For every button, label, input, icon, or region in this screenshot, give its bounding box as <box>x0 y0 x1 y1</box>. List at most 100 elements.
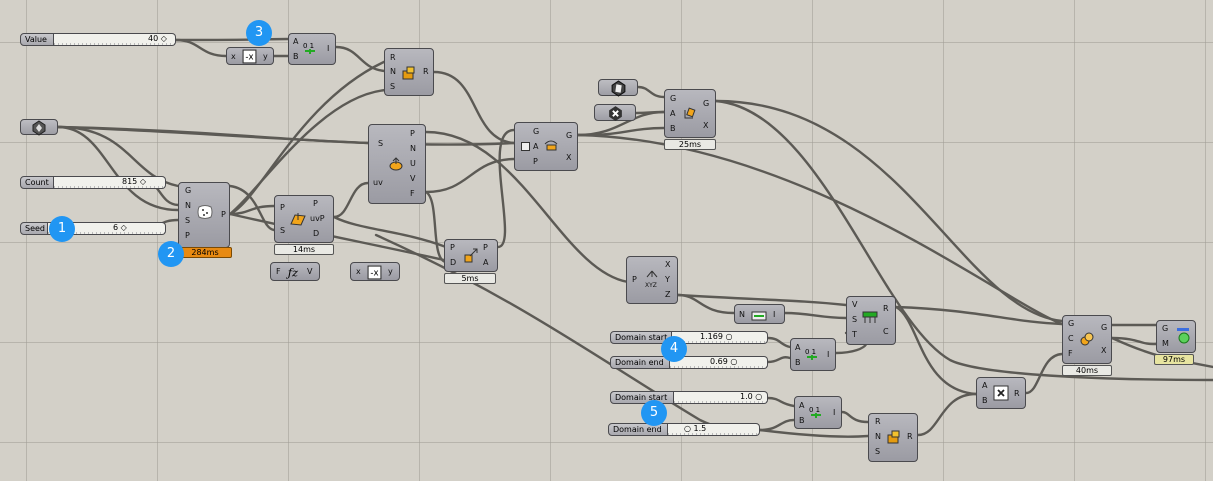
move-node[interactable]: P D P A <box>444 239 498 272</box>
wire <box>424 157 516 194</box>
wire <box>228 212 446 262</box>
wire <box>758 418 796 432</box>
larger-than-node-top[interactable]: A B 0 1 I <box>288 33 336 65</box>
wire <box>766 356 792 364</box>
input-n-label: N <box>390 67 396 76</box>
surface-closest-point-node[interactable]: P S P uvP D <box>274 195 334 243</box>
timer-badge: 97ms <box>1154 354 1194 365</box>
slider-track[interactable] <box>54 176 166 189</box>
input-p-label: P <box>533 157 538 166</box>
domain-start-slider-a[interactable]: Domain start 1.169 ○ <box>610 331 768 344</box>
evaluate-surface-node[interactable]: S uv P N U V F <box>368 124 426 204</box>
input-b-label: B <box>982 396 988 405</box>
populate-geometry-node[interactable]: G N S P P <box>178 182 230 248</box>
seed-slider[interactable]: Seed 6 ◇ <box>20 222 166 235</box>
slider-track[interactable] <box>670 356 768 369</box>
slider-track[interactable] <box>672 331 768 344</box>
larger-than-node-mid[interactable]: A B 0 1 I <box>790 338 836 371</box>
custom-preview-node[interactable]: G M <box>1156 320 1196 353</box>
wire <box>894 305 1064 326</box>
input-a-label: A <box>533 142 539 151</box>
wire <box>432 70 516 145</box>
input-b-label: B <box>799 416 805 425</box>
input-x-label: x <box>231 52 236 61</box>
input-s-label: S <box>852 315 858 324</box>
surface-param[interactable] <box>598 79 638 97</box>
output-p-label: P <box>410 129 415 138</box>
input-f-label: F <box>276 267 281 276</box>
wire <box>576 126 666 137</box>
output-v-label: V <box>410 174 416 183</box>
input-s-label: S <box>378 139 384 148</box>
remap-numbers-icon <box>862 311 878 323</box>
wire <box>766 336 792 349</box>
wire <box>332 215 448 249</box>
input-a-label: A <box>982 381 988 390</box>
rotate-node[interactable]: G A B G X <box>664 89 716 138</box>
axis-param[interactable] <box>594 104 636 121</box>
multiply-node[interactable]: A B R <box>976 377 1026 409</box>
slider-track[interactable] <box>48 222 166 235</box>
output-i-label: I <box>833 408 836 417</box>
domain-end-slider-a[interactable]: Domain end 0.69 ○ <box>610 356 768 369</box>
custom-preview-icon <box>1177 328 1190 344</box>
geometry-icon <box>32 120 46 136</box>
slider-track[interactable] <box>668 423 760 436</box>
wire <box>766 396 796 408</box>
input-s-label: S <box>280 226 286 235</box>
bounds-node[interactable]: N I <box>734 304 785 324</box>
output-r-label: R <box>907 432 913 441</box>
negate-node-mid[interactable]: x -x y <box>350 262 400 281</box>
input-b-label: B <box>795 358 801 367</box>
scale-node[interactable]: G C F G X <box>1062 315 1112 364</box>
negate-node-top[interactable]: x -x y <box>226 47 274 65</box>
input-n-label: N <box>739 310 745 319</box>
input-p-label: P <box>280 203 285 212</box>
slider-track[interactable] <box>674 391 768 404</box>
domain-start-slider-b[interactable]: Domain start 1.0 ○ <box>610 391 768 404</box>
slider-value: 6 <box>113 223 119 232</box>
count-slider[interactable]: Count 815 ◇ <box>20 176 166 189</box>
svg-text:0 1: 0 1 <box>805 348 816 356</box>
input-g-label: G <box>670 94 677 103</box>
output-r-label: R <box>1014 389 1020 398</box>
wire <box>496 128 516 249</box>
close-x-icon <box>609 106 622 121</box>
output-i-label: I <box>827 350 830 359</box>
random-node-low[interactable]: R N S R <box>868 413 918 462</box>
slider-name: Seed <box>20 222 48 235</box>
larger-than-icon: 0 1 <box>303 42 315 54</box>
input-uv-label: uv <box>373 178 383 187</box>
wire <box>56 125 180 212</box>
larger-than-icon: 0 1 <box>809 406 821 418</box>
wire <box>1024 352 1064 395</box>
larger-than-node-low[interactable]: A B 0 1 I <box>794 396 842 429</box>
output-d-label: D <box>313 229 320 238</box>
wire <box>424 130 630 284</box>
value-slider[interactable]: Value 40 ◇ <box>20 33 176 46</box>
slider-track[interactable] <box>54 33 176 46</box>
function-node[interactable]: F ƒz V <box>270 262 320 281</box>
slider-value: 1.5 <box>693 424 707 433</box>
domain-end-slider-b[interactable]: Domain end ○ 1.5 <box>608 423 760 436</box>
input-p-label: P <box>450 243 455 252</box>
bounds-icon <box>751 311 767 321</box>
output-n-label: N <box>410 144 416 153</box>
wire <box>228 59 388 216</box>
output-u-label: U <box>410 159 416 168</box>
input-b-label: B <box>293 52 299 61</box>
orient-node[interactable]: G A P G X <box>514 122 578 171</box>
random-node-top[interactable]: R N S R <box>384 48 434 96</box>
timer-badge: 14ms <box>274 244 334 255</box>
wire <box>174 38 228 58</box>
geometry-param[interactable] <box>20 119 58 136</box>
output-a-label: A <box>483 258 489 267</box>
wire <box>714 99 1213 382</box>
input-n-label: N <box>185 201 191 210</box>
deconstruct-point-node[interactable]: P XYZ X Y Z <box>626 256 678 304</box>
output-i-label: I <box>773 310 776 319</box>
input-s-label: S <box>875 447 881 456</box>
wire <box>636 85 666 99</box>
remap-numbers-node[interactable]: V S T R C <box>846 296 896 345</box>
